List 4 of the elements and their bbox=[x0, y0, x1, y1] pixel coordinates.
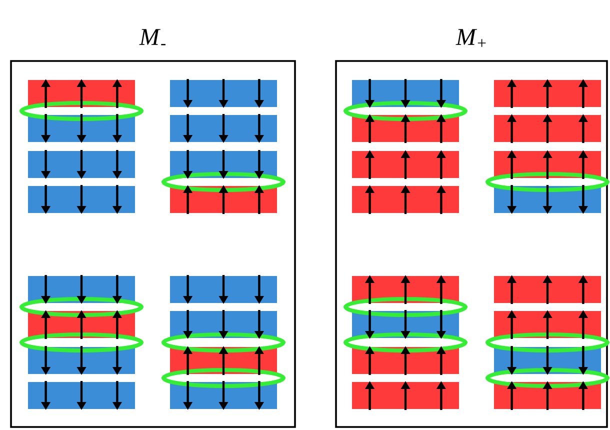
panel-title: M$_{+}$ bbox=[456, 29, 486, 47]
panel-title: M$_{-}$ bbox=[139, 29, 166, 46]
panel-frame bbox=[335, 29, 608, 428]
panel-frame bbox=[10, 29, 296, 428]
